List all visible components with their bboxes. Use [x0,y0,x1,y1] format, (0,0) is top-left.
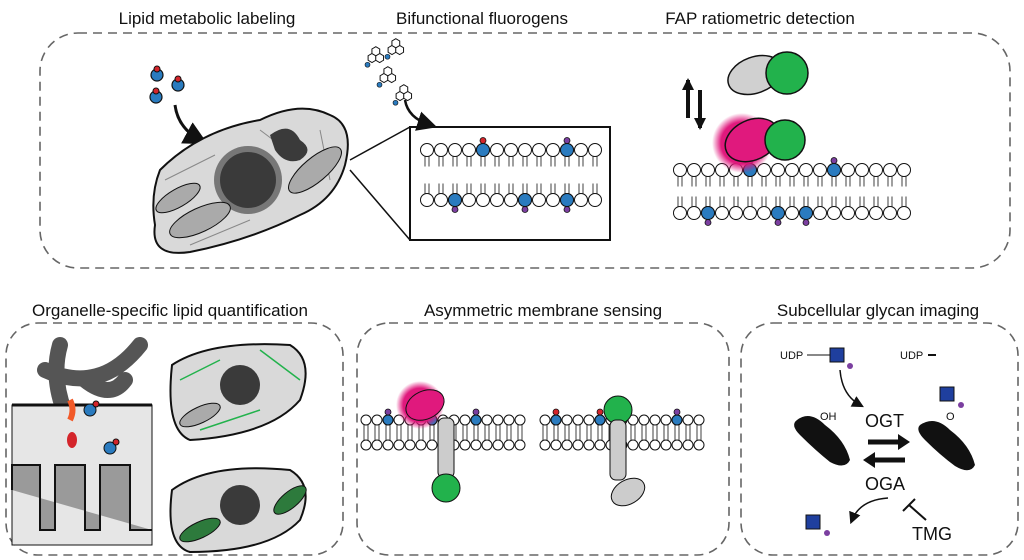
organelle-illustration [11,337,307,554]
title-organelle-specific: Organelle-specific lipid quantification [32,301,308,320]
asymmetric-illustration [396,381,646,507]
bilayer [673,157,911,226]
fluorogen-arrow [403,99,438,131]
fluorogen-icon [364,46,385,68]
asymmetric-panel-frame [356,322,730,556]
top-panel-frame [39,32,1011,269]
free-fluorogens [364,38,413,106]
title-asymmetric-membrane: Asymmetric membrane sensing [424,301,662,320]
fluorogen-icon [384,38,405,60]
o-label: O [946,411,955,423]
oh-label: OH [820,411,837,423]
cell-illustration [152,107,349,254]
fap-complex [682,51,809,173]
title-glycan-imaging: Subcellular glycan imaging [777,301,979,320]
tmg-label: TMG [912,524,952,544]
bilayer [420,137,602,213]
title-fap-ratiometric: FAP ratiometric detection [665,9,855,28]
title-lipid-metabolic-labeling: Lipid metabolic labeling [119,9,296,28]
organelle-panel-frame [5,322,344,556]
zoom-lines [349,126,411,241]
metabolic-probes [149,65,185,104]
fluorogen-icon [392,84,413,106]
uptake-arrow [173,104,208,145]
title-bifunctional-fluorogens: Bifunctional fluorogens [396,9,568,28]
glycan-panel-frame [740,322,1019,556]
udp-label-left: UDP [780,350,803,362]
udp-label-right: UDP [900,350,923,362]
fluorogen-icon [376,66,397,88]
oga-label: OGA [865,474,905,494]
ogt-label: OGT [865,411,904,431]
glycan-illustration: UDP UDP OH OGT O OGA TMG [780,347,975,544]
